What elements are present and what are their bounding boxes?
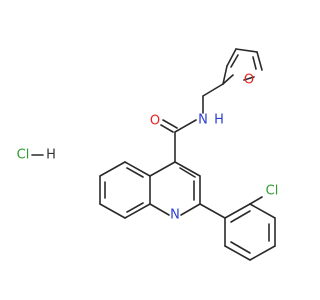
atom-labels: O N H O N Cl Cl H xyxy=(17,73,279,223)
chlorine-salt-label: Cl xyxy=(17,148,30,163)
bond xyxy=(235,48,258,53)
bond xyxy=(174,161,201,177)
bond xyxy=(249,245,276,261)
bond xyxy=(222,65,228,85)
bond-inner xyxy=(230,210,251,223)
bond-inner xyxy=(126,167,144,178)
bond xyxy=(174,119,197,133)
bond xyxy=(160,124,174,133)
bond-inner xyxy=(126,202,144,213)
bond xyxy=(124,203,151,219)
oxygen-furan-label: O xyxy=(244,73,254,88)
nitrogen-quinoline-label: N xyxy=(170,208,180,223)
bond xyxy=(256,51,263,71)
molecule-structure: O N H O N Cl Cl H xyxy=(17,48,279,261)
bond-inner xyxy=(230,241,251,254)
bond xyxy=(199,203,226,219)
bond xyxy=(243,76,255,81)
bond xyxy=(249,203,276,219)
bond-layer xyxy=(31,48,276,261)
oxygen-amide-label: O xyxy=(150,114,160,129)
hydrogen-salt-label: H xyxy=(46,148,56,163)
bond xyxy=(99,161,126,177)
bond xyxy=(249,196,263,205)
bond xyxy=(222,74,234,85)
bond xyxy=(180,203,201,216)
bond xyxy=(124,161,151,177)
chlorine-aryl-label: Cl xyxy=(266,184,279,199)
bond xyxy=(202,83,224,97)
nitrogen-amide-label: N xyxy=(198,113,208,128)
bond-inner xyxy=(230,54,239,68)
bond xyxy=(99,203,126,219)
bond xyxy=(226,48,237,67)
bond-inner xyxy=(252,56,257,70)
bond xyxy=(162,119,178,129)
bond xyxy=(224,245,251,261)
bond-inner xyxy=(179,167,196,178)
bond xyxy=(224,203,251,219)
hydrogen-amide-label: H xyxy=(214,113,224,128)
bond xyxy=(149,161,176,177)
bond xyxy=(149,203,170,216)
